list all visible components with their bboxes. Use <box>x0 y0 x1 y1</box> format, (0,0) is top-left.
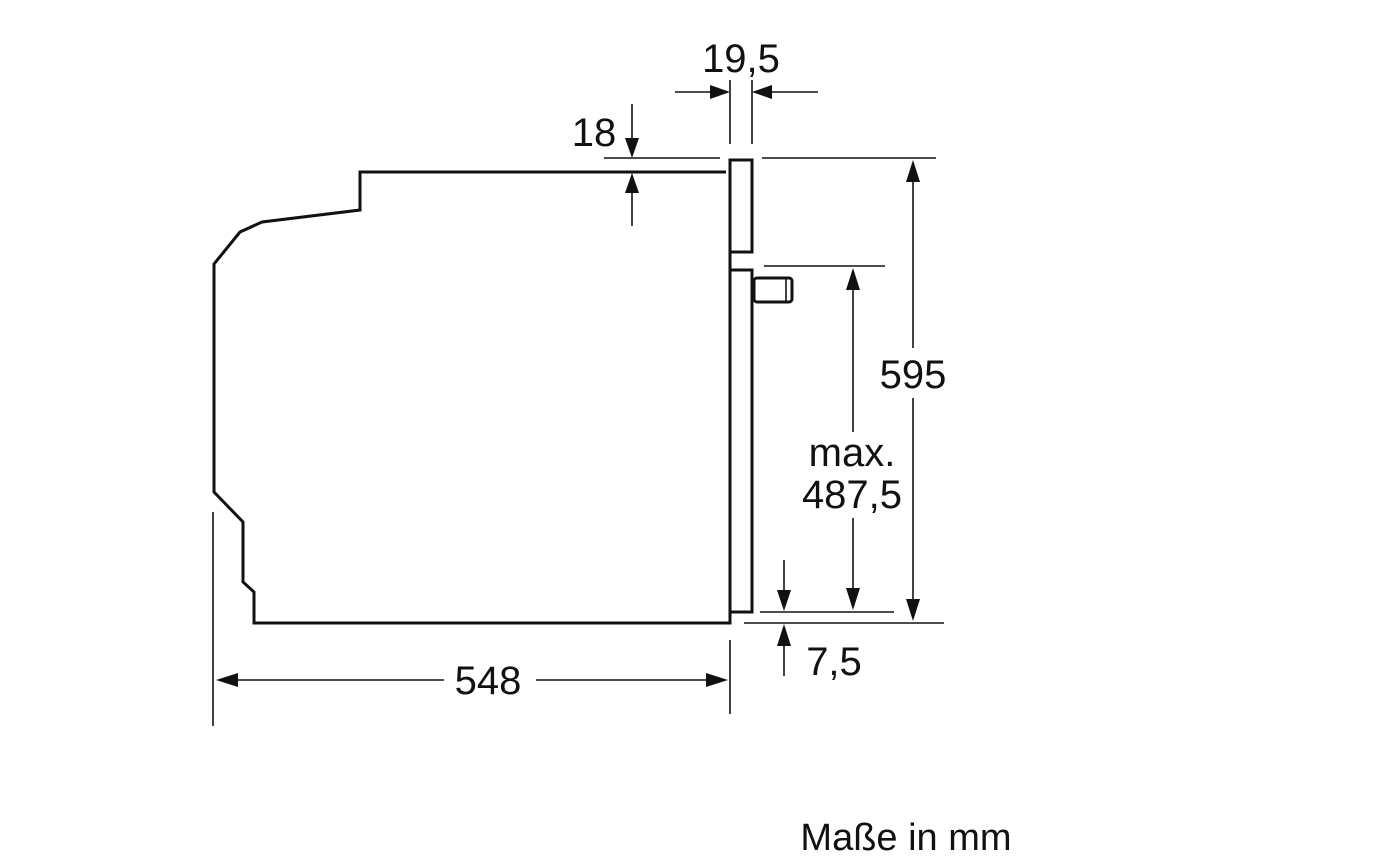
label-depth: 548 <box>455 659 522 703</box>
arrowhead-down-icon <box>777 590 791 611</box>
arrowhead-left-icon <box>216 673 238 687</box>
label-door-thickness: 19,5 <box>702 37 780 81</box>
arrowhead-left-icon <box>752 85 772 99</box>
label-bottom-offset: 7,5 <box>806 640 862 684</box>
arrowhead-down-icon <box>906 599 920 621</box>
oven-front-panel-lower <box>728 268 754 614</box>
oven-body-outline <box>212 170 732 625</box>
label-max-height: 487,5 <box>802 473 902 517</box>
label-max: max. <box>809 431 896 475</box>
arrowhead-right-icon <box>706 673 728 687</box>
label-top-offset: 18 <box>572 111 617 155</box>
arrowhead-up-icon <box>625 173 639 193</box>
label-total-height: 595 <box>880 353 947 397</box>
arrowhead-up-icon <box>906 160 920 182</box>
oven-front-panel-upper <box>728 158 754 254</box>
arrowhead-up-icon <box>846 268 860 290</box>
units-caption: Maße in mm <box>800 817 1011 859</box>
arrowhead-down-icon <box>846 588 860 610</box>
arrowhead-up-icon <box>777 624 791 646</box>
arrowhead-down-icon <box>625 138 639 158</box>
knob-icon <box>752 276 794 304</box>
arrowhead-right-icon <box>710 85 730 99</box>
